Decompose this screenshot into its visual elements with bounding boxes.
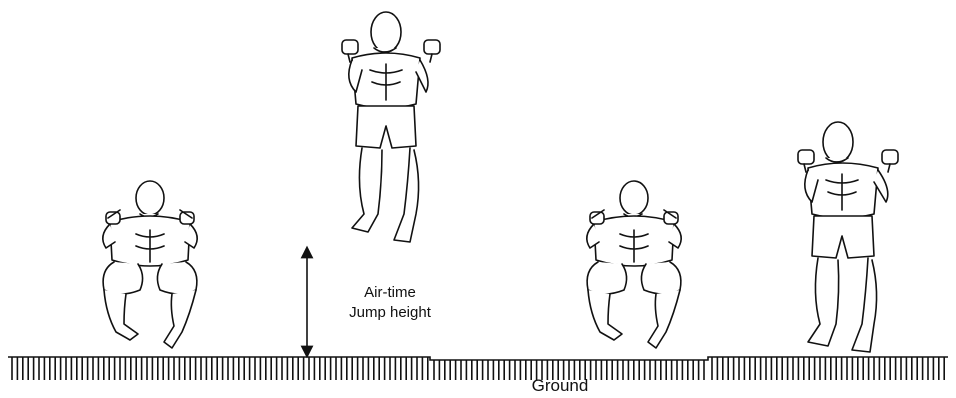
ground-surface xyxy=(8,357,948,380)
athlete-standing-figure xyxy=(798,122,898,352)
air-time-label: Air-time xyxy=(330,284,450,301)
athlete-squat-figure xyxy=(103,181,197,348)
jump-height-label: Jump height xyxy=(318,304,462,321)
athlete-landing-figure xyxy=(587,181,681,348)
athlete-airborne-figure xyxy=(342,12,440,242)
ground-label: Ground xyxy=(500,376,620,396)
